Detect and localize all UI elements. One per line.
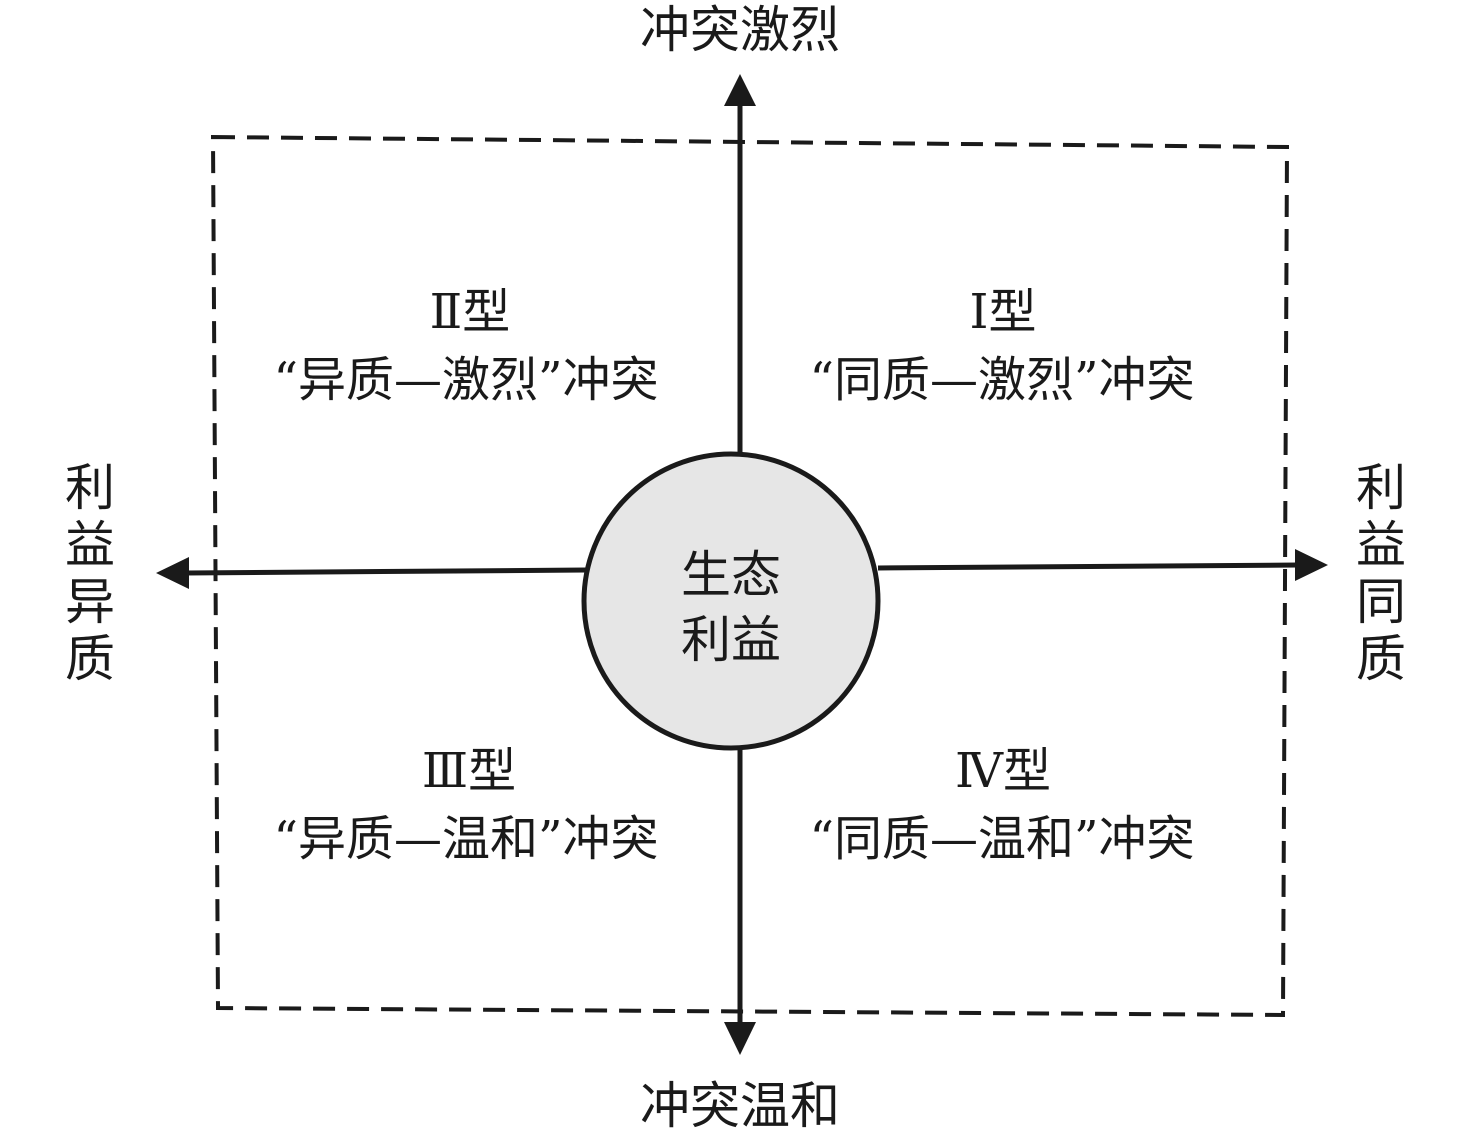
vertical-char: 益 xyxy=(65,516,115,574)
quadrant-i-type: I型 xyxy=(970,284,1037,340)
quadrant-iii-description: “异质—温和”冲突 xyxy=(273,811,658,867)
dashed-boundary xyxy=(210,134,1290,1018)
quadrant-ii-type: Ⅱ型 xyxy=(430,284,511,340)
quadrant-i-description: “同质—激烈”冲突 xyxy=(809,352,1194,408)
axis-left-arrowhead xyxy=(156,557,189,589)
axis-label-right: 利益同质 xyxy=(1356,459,1406,688)
quadrant-ii-description: “异质—激烈”冲突 xyxy=(273,352,658,408)
vertical-char: 利 xyxy=(1356,459,1406,517)
axis-label-bottom: 冲突温和 xyxy=(640,1077,840,1135)
vertical-char: 质 xyxy=(1356,630,1406,688)
center-label-line2: 利益 xyxy=(681,611,781,669)
axis-label-left: 利益异质 xyxy=(65,459,115,688)
center-circle xyxy=(581,451,881,751)
center-label-line1: 生态 xyxy=(681,546,781,604)
vertical-char: 利 xyxy=(65,459,115,517)
axis-up-arrowhead xyxy=(724,74,756,106)
vertical-char: 同 xyxy=(1356,573,1406,631)
vertical-char: 质 xyxy=(65,630,115,688)
quadrant-iii-type: Ⅲ型 xyxy=(422,743,516,799)
quadrant-iv-type: Ⅳ型 xyxy=(955,743,1051,799)
axis-right-arrowhead xyxy=(1295,549,1328,581)
axis-down-arrowhead xyxy=(724,1022,756,1055)
vertical-char: 异 xyxy=(65,573,115,631)
axis-left-line xyxy=(185,567,587,576)
axis-label-top: 冲突激烈 xyxy=(640,1,840,59)
vertical-char: 益 xyxy=(1356,516,1406,574)
axis-right-line xyxy=(877,562,1299,571)
quadrant-iv-description: “同质—温和”冲突 xyxy=(809,811,1194,867)
